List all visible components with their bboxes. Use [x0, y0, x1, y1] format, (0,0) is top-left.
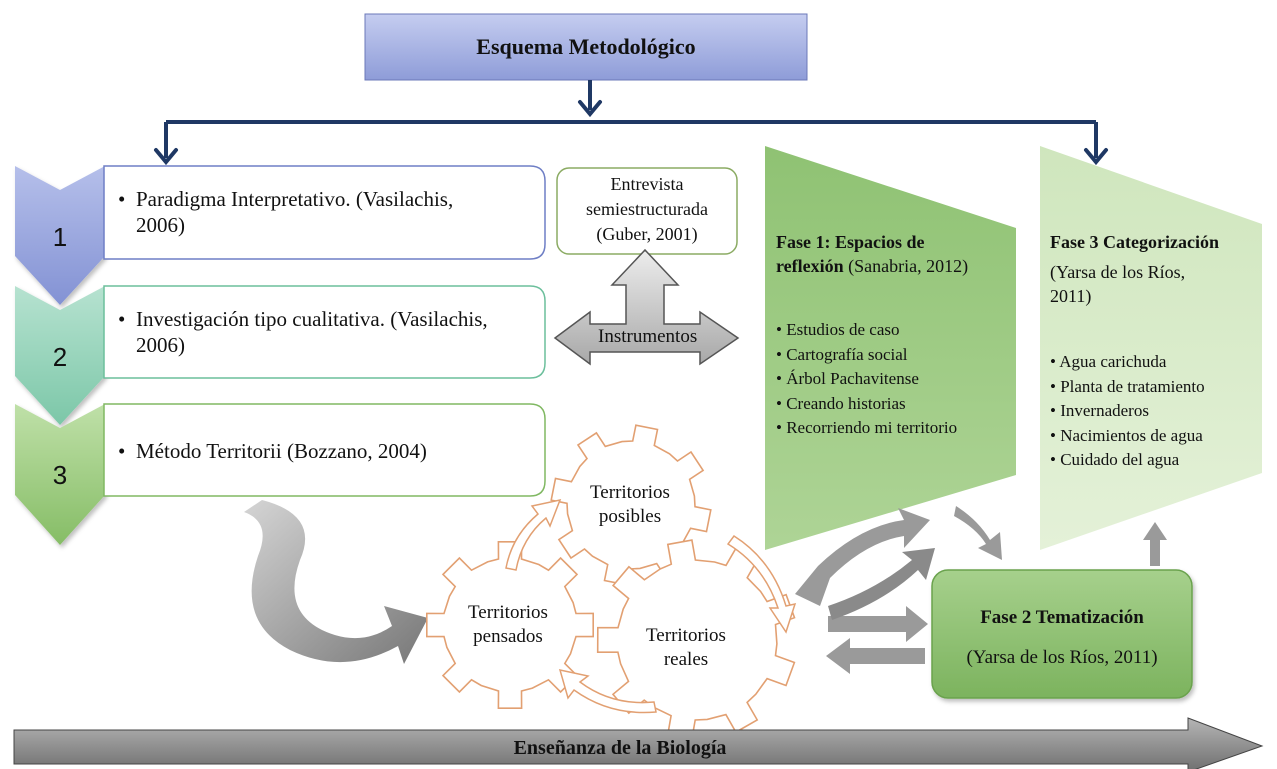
- phase1-item: Estudios de caso: [776, 318, 1012, 343]
- phase3-item: Invernaderos: [1050, 399, 1262, 424]
- phase1-title: Fase 1: Espacios de reflexión (Sanabria,…: [776, 230, 1012, 278]
- phase2-ref: (Yarsa de los Ríos, 2011): [966, 647, 1158, 668]
- step-number-1: 1: [52, 222, 68, 252]
- step-chevron-2: [15, 286, 105, 425]
- phase1-item: Cartografía social: [776, 343, 1012, 368]
- gear-label-posibles-line1: Territorios: [590, 482, 670, 503]
- phase3-title: Fase 3 Categorización: [1050, 232, 1219, 252]
- step-number-3: 3: [52, 460, 68, 490]
- phase3-panel: [1040, 146, 1262, 550]
- step-text-3: •Método Territorii (Bozzano, 2004): [118, 439, 427, 463]
- gear-label-reales-line1: Territorios: [646, 625, 726, 646]
- gear-label-pensados-line2: pensados: [473, 626, 543, 647]
- phase3-header: Fase 3 Categorización (Yarsa de los Ríos…: [1050, 230, 1260, 308]
- step-text-3-line1: Método Territorii (Bozzano, 2004): [136, 439, 427, 463]
- footer-label: Enseñanza de la Biología: [513, 737, 727, 759]
- diagram-title: Esquema Metodológico: [476, 34, 696, 59]
- step-box-1: [103, 165, 546, 260]
- phase2-title: Fase 2 Tematización: [980, 607, 1144, 628]
- step-box-3: [103, 403, 546, 497]
- step-text-1: •Paradigma Interpretativo. (Vasilachis, …: [118, 186, 538, 238]
- phase1-item: Árbol Pachavitense: [776, 367, 1012, 392]
- phase3-ref-line1: (Yarsa de los Ríos,: [1050, 262, 1186, 282]
- gear-label-reales: Territorios reales: [636, 624, 736, 672]
- phase3-item: Nacimientos de agua: [1050, 424, 1262, 449]
- down-arrow-icon: [154, 100, 1108, 166]
- phase2-text: Fase 2 Tematización (Yarsa de los Ríos, …: [932, 604, 1192, 672]
- phase1-item: Recorriendo mi territorio: [776, 416, 1012, 441]
- step-chevron-3: [15, 404, 105, 545]
- phase1-title-line1: Fase 1: Espacios de: [776, 232, 925, 252]
- interview-line2: semiestructurada: [586, 199, 708, 219]
- gear-label-pensados: Territorios pensados: [458, 601, 558, 649]
- step-text-2-line1: Investigación tipo cualitativa. (Vasilac…: [136, 307, 488, 331]
- gear-label-posibles-line2: posibles: [598, 506, 662, 527]
- instruments-arrow: [553, 248, 740, 366]
- phase2-box: [931, 569, 1193, 699]
- phase3-item: Cuidado del agua: [1050, 448, 1262, 473]
- step-chevron-1: [15, 166, 105, 305]
- phase3-ref-line2: 2011): [1050, 286, 1092, 306]
- step-text-1-line1: Paradigma Interpretativo. (Vasilachis,: [136, 187, 454, 211]
- footer-arrow: [13, 717, 1264, 769]
- gear-label-reales-line2: reales: [663, 649, 709, 670]
- step-box-2: [103, 285, 546, 379]
- interview-text: Entrevista semiestructurada (Guber, 2001…: [557, 172, 737, 247]
- phase3-item: Planta de tratamiento: [1050, 375, 1262, 400]
- phase3-item: Agua carichuda: [1050, 350, 1262, 375]
- phase1-item: Creando historias: [776, 392, 1012, 417]
- phase1-title-bold2: reflexión: [776, 256, 844, 276]
- gear-cycle-arrows: [505, 498, 797, 714]
- phase3-list: Agua carichuda Planta de tratamiento Inv…: [1050, 350, 1262, 473]
- step-text-2-line2: 2006): [136, 333, 185, 357]
- interview-line1: Entrevista: [610, 174, 684, 194]
- step-text-1-line2: 2006): [136, 213, 185, 237]
- gear-label-pensados-line1: Territorios: [468, 602, 548, 623]
- gear-label-posibles: Territorios posibles: [580, 481, 680, 529]
- phase-flow-arrows: [795, 506, 1167, 674]
- branch-connector: [164, 80, 1098, 158]
- step-text-2: •Investigación tipo cualitativa. (Vasila…: [118, 306, 548, 358]
- phase1-title-ref: (Sanabria, 2012): [843, 256, 969, 276]
- instruments-label: Instrumentos: [598, 326, 698, 347]
- phase1-list: Estudios de caso Cartografía social Árbo…: [776, 318, 1012, 441]
- curved-arrow: [244, 500, 428, 664]
- interview-line3: (Guber, 2001): [596, 224, 698, 244]
- step-number-2: 2: [52, 342, 68, 372]
- title-box: [364, 13, 808, 81]
